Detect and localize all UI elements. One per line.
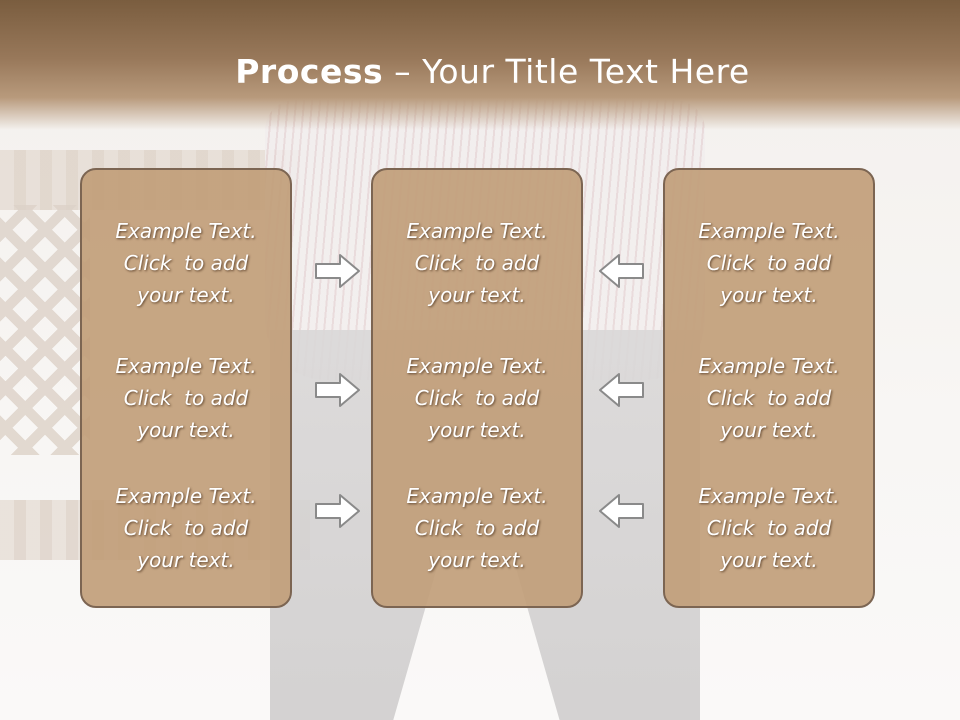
arrow-left-icon [599,254,644,288]
text-line: Click to add [706,251,832,275]
text-line: Example Text. [406,484,548,508]
text-block[interactable]: Example Text. Click to add your text. [82,350,290,446]
text-line: your text. [720,418,818,442]
title-rest: – Your Title Text Here [383,52,750,91]
text-line: Click to add [123,386,249,410]
title-bold: Process [235,52,384,91]
arrow-left-icon [599,494,644,528]
text-line: Example Text. [698,354,840,378]
arrow-right-icon [315,373,360,407]
text-line: your text. [428,418,526,442]
text-line: Click to add [123,251,249,275]
text-block[interactable]: Example Text. Click to add your text. [373,350,581,446]
text-line: Click to add [414,386,540,410]
text-block[interactable]: Example Text. Click to add your text. [373,215,581,311]
text-line: Click to add [414,251,540,275]
text-line: your text. [137,548,235,572]
text-line: Example Text. [698,219,840,243]
text-line: Example Text. [698,484,840,508]
text-block[interactable]: Example Text. Click to add your text. [665,350,873,446]
bench-lattice [0,205,90,455]
text-block[interactable]: Example Text. Click to add your text. [82,480,290,576]
text-line: Example Text. [406,219,548,243]
panel-middle[interactable]: Example Text. Click to add your text. Ex… [371,168,583,608]
panel-left[interactable]: Example Text. Click to add your text. Ex… [80,168,292,608]
text-block[interactable]: Example Text. Click to add your text. [665,480,873,576]
text-line: your text. [720,548,818,572]
text-line: Click to add [123,516,249,540]
text-line: Click to add [706,516,832,540]
text-line: Example Text. [115,354,257,378]
arrow-right-icon [315,254,360,288]
text-line: Example Text. [115,219,257,243]
panel-right[interactable]: Example Text. Click to add your text. Ex… [663,168,875,608]
text-block[interactable]: Example Text. Click to add your text. [373,480,581,576]
text-line: your text. [428,548,526,572]
arrow-left-icon [599,373,644,407]
text-line: your text. [428,283,526,307]
text-line: your text. [137,418,235,442]
text-line: Example Text. [406,354,548,378]
slide-title[interactable]: Process – Your Title Text Here [0,52,960,91]
text-line: Click to add [706,386,832,410]
text-line: Click to add [414,516,540,540]
text-line: Example Text. [115,484,257,508]
header-band [0,0,960,130]
text-block[interactable]: Example Text. Click to add your text. [82,215,290,311]
arrow-right-icon [315,494,360,528]
text-block[interactable]: Example Text. Click to add your text. [665,215,873,311]
text-line: your text. [720,283,818,307]
text-line: your text. [137,283,235,307]
